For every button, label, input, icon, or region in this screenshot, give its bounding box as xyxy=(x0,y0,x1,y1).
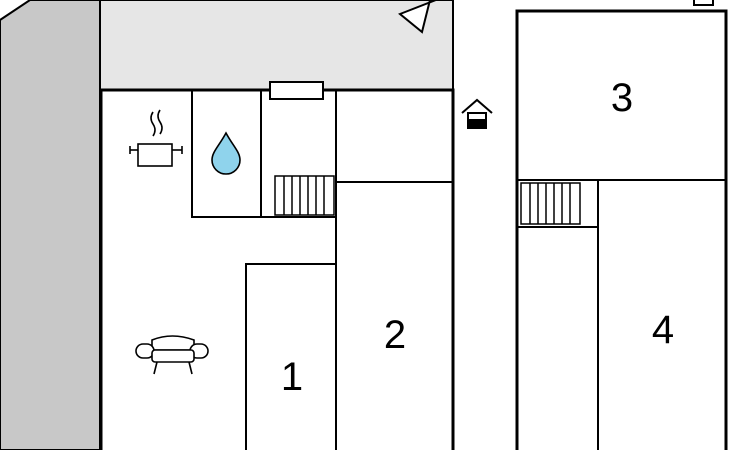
sofa-icon xyxy=(135,335,209,375)
terrace-area xyxy=(99,0,454,92)
corner-marker xyxy=(693,0,714,6)
room-label-4: 4 xyxy=(652,308,674,352)
annex-interior-walls xyxy=(517,179,726,450)
water-drop-icon xyxy=(211,131,241,175)
side-wall xyxy=(0,0,101,450)
stairs-icon xyxy=(274,175,335,216)
room-label-1: 1 xyxy=(281,355,303,399)
interior-walls xyxy=(191,91,453,450)
stairs-icon xyxy=(520,182,581,225)
compass-icon xyxy=(398,0,437,34)
annex-building xyxy=(515,9,728,450)
house-entrance-icon xyxy=(461,98,493,129)
room-label-2: 2 xyxy=(384,313,406,357)
window xyxy=(269,81,324,100)
cooking-pot-icon xyxy=(129,109,183,167)
room-label-3: 3 xyxy=(611,76,633,120)
